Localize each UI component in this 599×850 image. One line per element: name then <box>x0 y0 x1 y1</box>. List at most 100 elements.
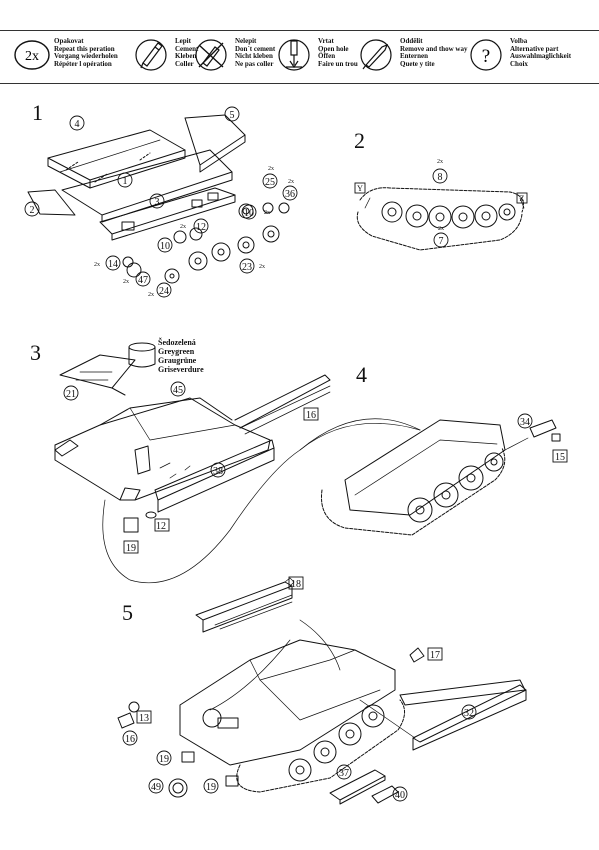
track-marker-y: Y <box>357 184 363 193</box>
instruction-legend: 2x Opakovat Repeat this peration Vorgang… <box>0 30 599 84</box>
legend-text-alternative: Volba Alternative part Auswahlmaglichkei… <box>510 37 572 68</box>
part-label-12: 12 <box>196 222 206 233</box>
step5-final-assembly <box>117 577 527 805</box>
legend-line: Nicht kleben <box>235 52 273 61</box>
legend-line: Opakovat <box>54 37 84 45</box>
drill-icon <box>278 39 310 71</box>
step4-hull-assembly <box>299 418 561 536</box>
part-label-47: 47 <box>138 275 148 286</box>
legend-line: Vrtat <box>318 37 334 45</box>
part-label-36: 36 <box>285 189 295 200</box>
legend-line: Choix <box>510 59 528 68</box>
part-label-17: 17 <box>430 650 440 661</box>
legend-line: Cement <box>175 44 199 53</box>
legend-line: Ne pas coller <box>235 59 274 68</box>
part-label-7: 7 <box>439 236 444 247</box>
part-label-10a: 10 <box>244 208 254 219</box>
part-label-1: 1 <box>123 176 128 187</box>
repeat-mark-label: 2x <box>94 262 100 268</box>
part-label-40: 40 <box>395 790 405 801</box>
part-label-2: 2 <box>30 205 35 216</box>
legend-text-drill: Vrtat Open hole Öffen Faire un trou <box>318 37 358 68</box>
legend-line: Don´t cement <box>235 44 276 53</box>
repeat-icon: 2x <box>14 40 50 70</box>
legend-text-glue: Lepit Cement Kleben Coller <box>175 37 199 68</box>
legend-line: Remove and thow way <box>400 44 468 53</box>
legend-text-remove: Oddělit Remove and thow way Enternen Que… <box>400 37 468 68</box>
question-mark: ? <box>482 46 490 67</box>
repeat-mark-label: 2x <box>438 226 444 232</box>
part-label-3: 3 <box>155 197 160 208</box>
step-number-2: 2 <box>354 128 365 153</box>
repeat-mark-label: 2x <box>180 224 186 230</box>
legend-line: Kleben <box>175 52 197 61</box>
paint-line: Griseverdure <box>158 365 204 374</box>
part-label-16-step5: 16 <box>125 734 135 745</box>
legend-text-no-glue: Nelepit Don´t cement Nicht kleben Ne pas… <box>235 37 276 68</box>
paint-line: Greygreen <box>158 347 195 356</box>
legend-line: Coller <box>175 59 194 68</box>
repeat-mark-label: 2x <box>437 159 443 165</box>
legend-line: Répéter l opération <box>54 59 112 68</box>
legend-line: Auswahlmaglichkeit <box>510 52 572 61</box>
part-label-19b-step5: 19 <box>206 782 216 793</box>
paint-note: Šedozelená Greygreen Graugrüne Griseverd… <box>158 338 204 374</box>
step1-hull-parts <box>27 114 290 284</box>
repeat-mark-label: 2x <box>123 279 129 285</box>
step-number-3: 3 <box>30 340 41 365</box>
part-label-14: 14 <box>108 259 118 270</box>
step-number-5: 5 <box>122 600 133 625</box>
repeat-mark: 2x <box>25 49 39 64</box>
part-label-15: 15 <box>555 452 565 463</box>
paint-line: Šedozelená <box>158 338 196 347</box>
part-label-8: 8 <box>438 172 443 183</box>
part-label-24: 24 <box>159 286 169 297</box>
legend-line: Nelepit <box>235 37 257 45</box>
part-label-45: 45 <box>173 385 183 396</box>
part-label-18: 18 <box>291 579 301 590</box>
knife-icon <box>360 39 392 71</box>
step-number-4: 4 <box>356 362 367 387</box>
part-label-12-step3: 12 <box>156 521 166 532</box>
legend-line: Faire un trou <box>318 59 358 68</box>
step3-superstructure <box>54 342 421 584</box>
legend-line: Alternative part <box>510 44 559 53</box>
legend-line: Open hole <box>318 44 349 53</box>
legend-line: Oddělit <box>400 37 423 45</box>
part-label-37: 37 <box>339 768 349 779</box>
step-number-1: 1 <box>32 100 43 125</box>
no-glue-icon <box>195 39 227 71</box>
legend-line: Öffen <box>318 52 336 61</box>
part-label-4: 4 <box>75 119 80 130</box>
glue-icon <box>135 39 167 71</box>
legend-line: Lepit <box>175 37 191 45</box>
legend-line: Vorgang wiederholen <box>54 52 118 61</box>
part-label-13: 13 <box>139 713 149 724</box>
legend-line: Volba <box>510 37 528 45</box>
legend-text-repeat: Opakovat Repeat this peration Vorgang wi… <box>54 37 118 68</box>
part-label-32: 32 <box>464 708 474 719</box>
paint-line: Graugrüne <box>158 356 197 365</box>
part-label-34: 34 <box>520 417 530 428</box>
part-label-16-step3: 16 <box>306 410 316 421</box>
legend-line: Enternen <box>400 52 428 61</box>
part-label-25: 25 <box>265 177 275 188</box>
repeat-mark-label: 2x <box>264 210 270 216</box>
legend-line: Quete y tite <box>400 59 435 68</box>
repeat-mark-label: 2x <box>268 166 274 172</box>
part-label-5: 5 <box>230 110 235 121</box>
part-label-21: 21 <box>66 389 76 400</box>
track-marker-z: Z <box>520 194 525 203</box>
part-label-38: 38 <box>213 466 223 477</box>
question-icon: ? <box>470 39 502 71</box>
repeat-mark-label: 2x <box>288 179 294 185</box>
part-label-19a-step5: 19 <box>159 754 169 765</box>
repeat-mark-label: 2x <box>148 292 154 298</box>
part-label-10b: 10 <box>160 241 170 252</box>
step1-wheels <box>122 202 290 284</box>
part-label-19-step3: 19 <box>126 543 136 554</box>
part-label-23: 23 <box>242 262 252 273</box>
part-label-49: 49 <box>151 782 161 793</box>
legend-line: Repeat this peration <box>54 44 115 53</box>
